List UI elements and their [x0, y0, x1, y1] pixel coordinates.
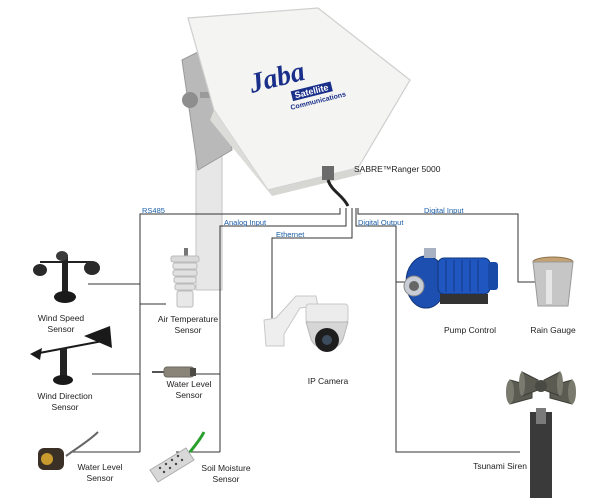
bus-label-rs485: RS485	[142, 206, 165, 215]
wind-speed-sensor-label: Wind Speed Sensor	[37, 313, 85, 334]
wind-direction-sensor-image	[30, 326, 112, 385]
wiring	[70, 208, 536, 453]
air-temperature-sensor-label: Air Temperature Sensor	[157, 314, 219, 335]
wind-speed-sensor-image	[33, 251, 100, 303]
pump-image	[403, 248, 498, 309]
device-name: SABRE™Ranger 5000	[354, 164, 441, 174]
bus-label-digital-output: Digital Output	[358, 218, 404, 227]
water-level-sensor-analog-label: Water Level Sensor	[166, 379, 212, 400]
water-level-sensor-rs485-label: Water Level Sensor	[77, 462, 123, 483]
pump-control-label: Pump Control	[444, 325, 496, 335]
ip-camera-image	[263, 295, 349, 352]
tsunami-siren-label: Tsunami Siren	[473, 461, 527, 471]
wind-direction-sensor-label: Wind Direction Sensor	[37, 391, 93, 412]
water-level-sensor-rs485-image	[38, 431, 99, 470]
bus-label-ethernet: Ethernet	[276, 230, 305, 239]
bus-label-analog-input: Analog Input	[224, 218, 267, 227]
rain-gauge-image	[532, 256, 574, 307]
ip-camera-label: IP Camera	[307, 376, 349, 386]
air-temperature-sensor-image	[170, 248, 200, 308]
water-level-sensor-analog-image	[152, 366, 196, 378]
tsunami-siren-image	[506, 371, 576, 498]
antenna-connector	[322, 166, 350, 207]
soil-moisture-sensor-label: Soil Moisture Sensor	[201, 463, 251, 484]
bus-label-digital-input: Digital Input	[424, 206, 464, 215]
soil-moisture-sensor-image	[149, 431, 206, 483]
rain-gauge-label: Rain Gauge	[530, 325, 576, 335]
